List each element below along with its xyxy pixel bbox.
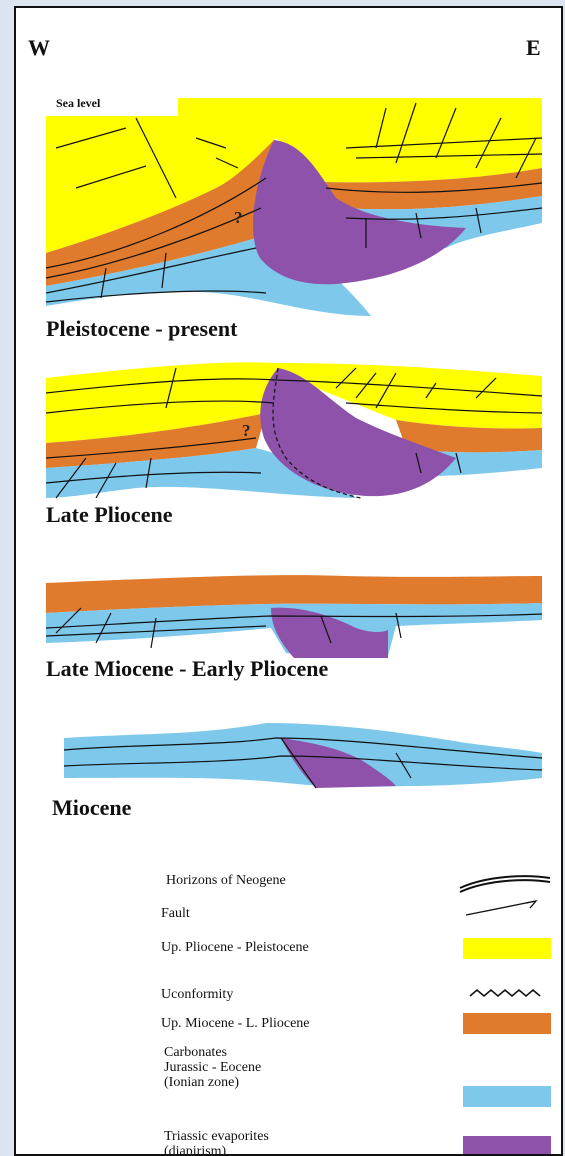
fault-arrow-icon bbox=[464, 898, 544, 918]
legend-label-horizons: Horizons of Neogene bbox=[166, 873, 286, 889]
legend-label-triassic: Triassic evaporites (diapirism) bbox=[164, 1129, 269, 1156]
swatch-yellow bbox=[463, 938, 551, 959]
section-late-pliocene bbox=[16, 358, 561, 508]
section-miocene bbox=[16, 708, 561, 808]
legend-label-unconformity: Uconformity bbox=[161, 987, 233, 1003]
stage-label-pleistocene: Pleistocene - present bbox=[46, 316, 237, 342]
stage-label-miocene: Miocene bbox=[52, 795, 131, 821]
section-pleistocene-present bbox=[16, 88, 561, 328]
west-label: W bbox=[28, 35, 50, 61]
east-label: E bbox=[526, 35, 541, 61]
stage-label-late-miocene: Late Miocene - Early Pliocene bbox=[46, 656, 328, 682]
swatch-orange bbox=[463, 1013, 551, 1034]
legend-label-up-pliocene-pleistocene: Up. Pliocene - Pleistocene bbox=[161, 940, 309, 956]
question-mark-1: ? bbox=[234, 208, 243, 228]
diagram-frame: W E Sea level ? Pleistocene - present bbox=[14, 6, 563, 1156]
swatch-purple bbox=[463, 1136, 551, 1156]
stage-label-late-pliocene: Late Pliocene bbox=[46, 502, 172, 528]
legend-label-up-miocene-l-pliocene: Up. Miocene - L. Pliocene bbox=[161, 1016, 310, 1032]
question-mark-2: ? bbox=[242, 421, 251, 441]
wavy-line-icon bbox=[468, 986, 548, 1002]
swatch-blue bbox=[463, 1086, 551, 1107]
legend-label-carbonates: Carbonates Jurassic - Eocene (Ionian zon… bbox=[164, 1045, 261, 1090]
section-late-miocene-early-pliocene bbox=[16, 568, 561, 668]
sea-level-label: Sea level bbox=[56, 96, 100, 111]
double-line-icon bbox=[456, 870, 556, 894]
legend-label-fault: Fault bbox=[161, 906, 190, 922]
